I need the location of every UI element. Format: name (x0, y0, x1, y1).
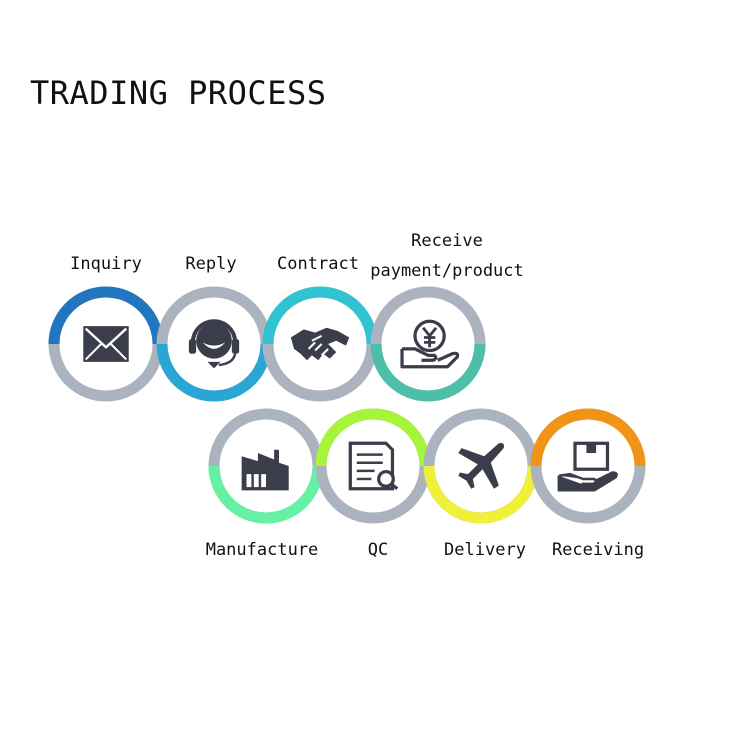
rings-layer (48, 286, 646, 524)
factory-icon (241, 449, 289, 491)
envelope-icon (83, 326, 129, 362)
step-receive-payment-ring (370, 286, 486, 402)
ring-accent (262, 286, 378, 345)
step-label-line: Contract (277, 254, 359, 274)
step-label-receive-payment: Receive payment/product (370, 226, 524, 286)
ring-accent (156, 343, 272, 402)
box-hand-icon (557, 441, 618, 492)
step-qc-ring (315, 408, 431, 524)
airplane-icon (458, 442, 505, 489)
step-label-line: Receive (411, 231, 483, 251)
ring-accent (423, 465, 539, 524)
step-label-receiving: Receiving (552, 535, 644, 565)
step-label-delivery: Delivery (444, 535, 526, 565)
step-receiving-ring (530, 408, 646, 524)
ring-accent (530, 408, 646, 467)
yen-hand-icon (400, 319, 460, 369)
step-label-line: Reply (185, 254, 237, 274)
step-label-contract: Contract (277, 249, 359, 279)
step-label-line: QC (367, 540, 389, 560)
ring-accent (48, 286, 164, 345)
document-search-icon (348, 441, 399, 491)
ring-accent (208, 465, 324, 524)
step-label-line: Inquiry (70, 254, 142, 274)
step-label-reply: Reply (185, 249, 236, 279)
icons-layer (83, 319, 618, 492)
step-label-line: Manufacture (205, 540, 319, 560)
step-label-line: Receiving (551, 540, 645, 560)
step-label-inquiry: Inquiry (70, 249, 142, 279)
step-label-qc: QC (368, 535, 388, 565)
step-label-line: Delivery (444, 540, 526, 560)
handshake-icon (290, 327, 350, 361)
step-label-manufacture: Manufacture (206, 535, 319, 565)
step-label-line: payment/product (370, 261, 524, 281)
ring-accent (315, 408, 431, 467)
page-title: TRADING PROCESS (30, 74, 327, 112)
ring-accent (370, 343, 486, 402)
headset-agent-icon (188, 319, 240, 369)
